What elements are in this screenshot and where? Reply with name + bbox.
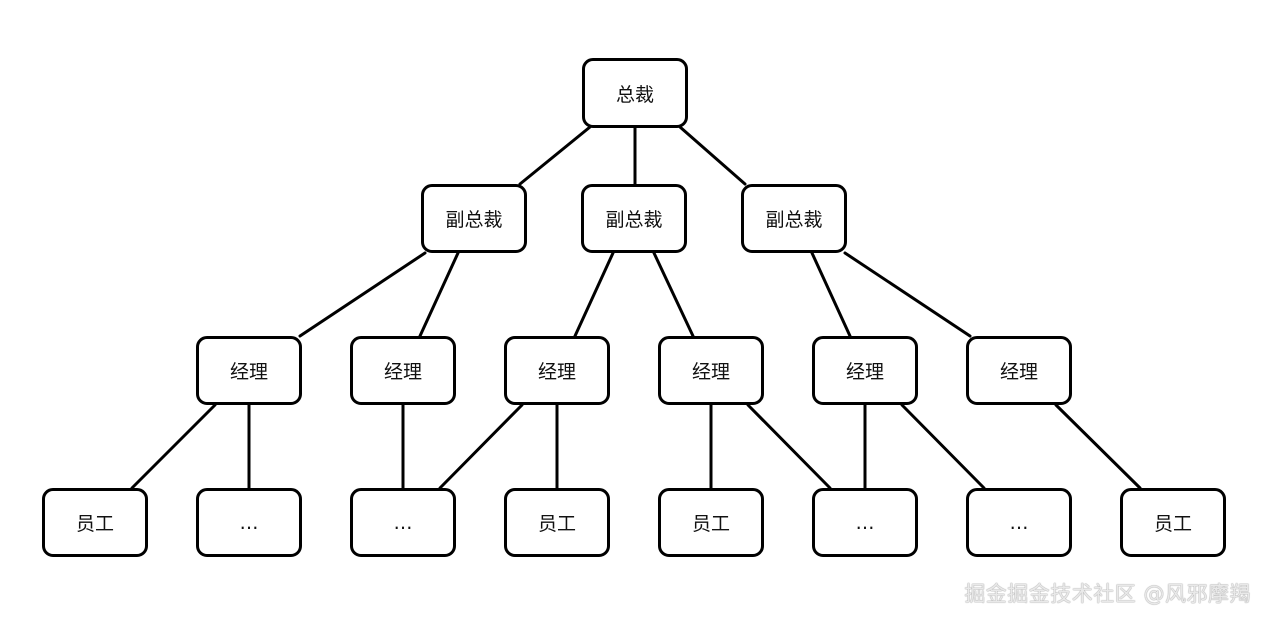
node-staff-5: 员工: [658, 488, 764, 557]
node-staff-6: …: [812, 488, 918, 557]
node-vice-president-1: 副总裁: [421, 184, 527, 253]
node-staff-2: …: [196, 488, 302, 557]
connector-line: [418, 251, 460, 338]
node-vice-president-2: 副总裁: [581, 184, 687, 253]
connector-line: [1054, 403, 1142, 490]
node-manager-1: 经理: [196, 336, 302, 405]
connector-line: [843, 251, 972, 338]
node-staff-3: …: [350, 488, 456, 557]
watermark-text: 掘金掘金技术社区 @风邪摩羯: [964, 582, 1251, 606]
node-manager-5: 经理: [812, 336, 918, 405]
connector-line: [746, 403, 832, 490]
node-president: 总裁: [582, 58, 688, 128]
connector-line: [573, 251, 615, 338]
node-staff-8: 员工: [1120, 488, 1226, 557]
connector-line: [130, 403, 217, 490]
node-manager-2: 经理: [350, 336, 456, 405]
node-manager-4: 经理: [658, 336, 764, 405]
connector-line: [810, 251, 852, 338]
node-staff-7: …: [966, 488, 1072, 557]
connector-line: [518, 125, 592, 186]
node-vice-president-3: 副总裁: [741, 184, 847, 253]
node-staff-4: 员工: [504, 488, 610, 557]
connector-line: [298, 251, 427, 338]
node-manager-6: 经理: [966, 336, 1072, 405]
connector-line: [652, 251, 695, 338]
connector-line: [678, 125, 747, 186]
node-manager-3: 经理: [504, 336, 610, 405]
node-staff-1: 员工: [42, 488, 148, 557]
connector-line: [900, 403, 986, 490]
connector-line: [438, 403, 524, 490]
